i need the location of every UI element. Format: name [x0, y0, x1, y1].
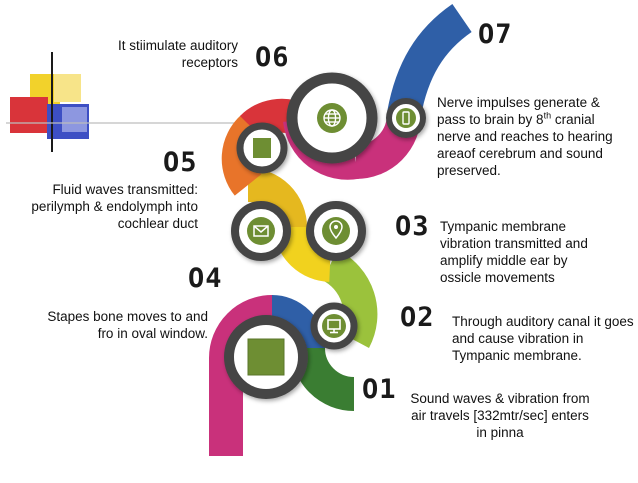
step-text-1: Sound waves & vibration from air travels… — [410, 391, 590, 440]
step-number-1: O1 — [362, 374, 397, 405]
decorative-logo — [6, 52, 250, 152]
node-step-4 — [231, 201, 291, 261]
ribbon-segment-6 — [321, 249, 378, 348]
node-step-7 — [386, 98, 426, 138]
step-text-6: It stiimulate auditory receptors — [117, 38, 238, 70]
phone-icon — [402, 111, 410, 125]
step-number-6: O6 — [255, 42, 290, 73]
step-number-5: O5 — [163, 147, 198, 178]
step-text-3: Tympanic membrane vibration transmitted … — [440, 219, 588, 285]
monitor-icon — [327, 319, 341, 334]
step-number-3: O3 — [395, 211, 430, 242]
globe-icon — [323, 109, 341, 127]
step-text-2: Through auditory canal it goes and cause… — [452, 314, 634, 363]
step-text-4: Stapes bone moves to and fro in oval win… — [47, 309, 208, 341]
node-step-5 — [236, 122, 288, 174]
node-step-2 — [310, 302, 358, 350]
square-icon — [247, 338, 285, 376]
ribbon-segment-7 — [273, 224, 332, 282]
step-number-4: O4 — [188, 263, 223, 294]
step-text-5: Fluid waves transmitted: perilymph & end… — [31, 182, 198, 231]
envelope-icon — [253, 225, 269, 237]
step-number-2: O2 — [400, 302, 435, 333]
location-pin-icon — [329, 220, 343, 240]
step-text-7-before: Nerve impulses generate & pass to brain … — [437, 95, 600, 127]
step-text-7-sup: th — [543, 110, 552, 121]
step-text-7-after: cranial nerve and reaches to hearing are… — [437, 112, 613, 178]
ribbon-segment-3 — [270, 295, 325, 350]
step-number-7: O7 — [478, 19, 513, 50]
document-icon — [253, 138, 271, 158]
node-step-6 — [286, 72, 378, 164]
ribbon-segment-5 — [291, 347, 355, 411]
step-text-7: Nerve impulses generate & pass to brain … — [437, 94, 617, 179]
node-step-1 — [224, 315, 308, 399]
ribbon-segment-8 — [247, 168, 307, 228]
node-step-3 — [306, 201, 366, 261]
